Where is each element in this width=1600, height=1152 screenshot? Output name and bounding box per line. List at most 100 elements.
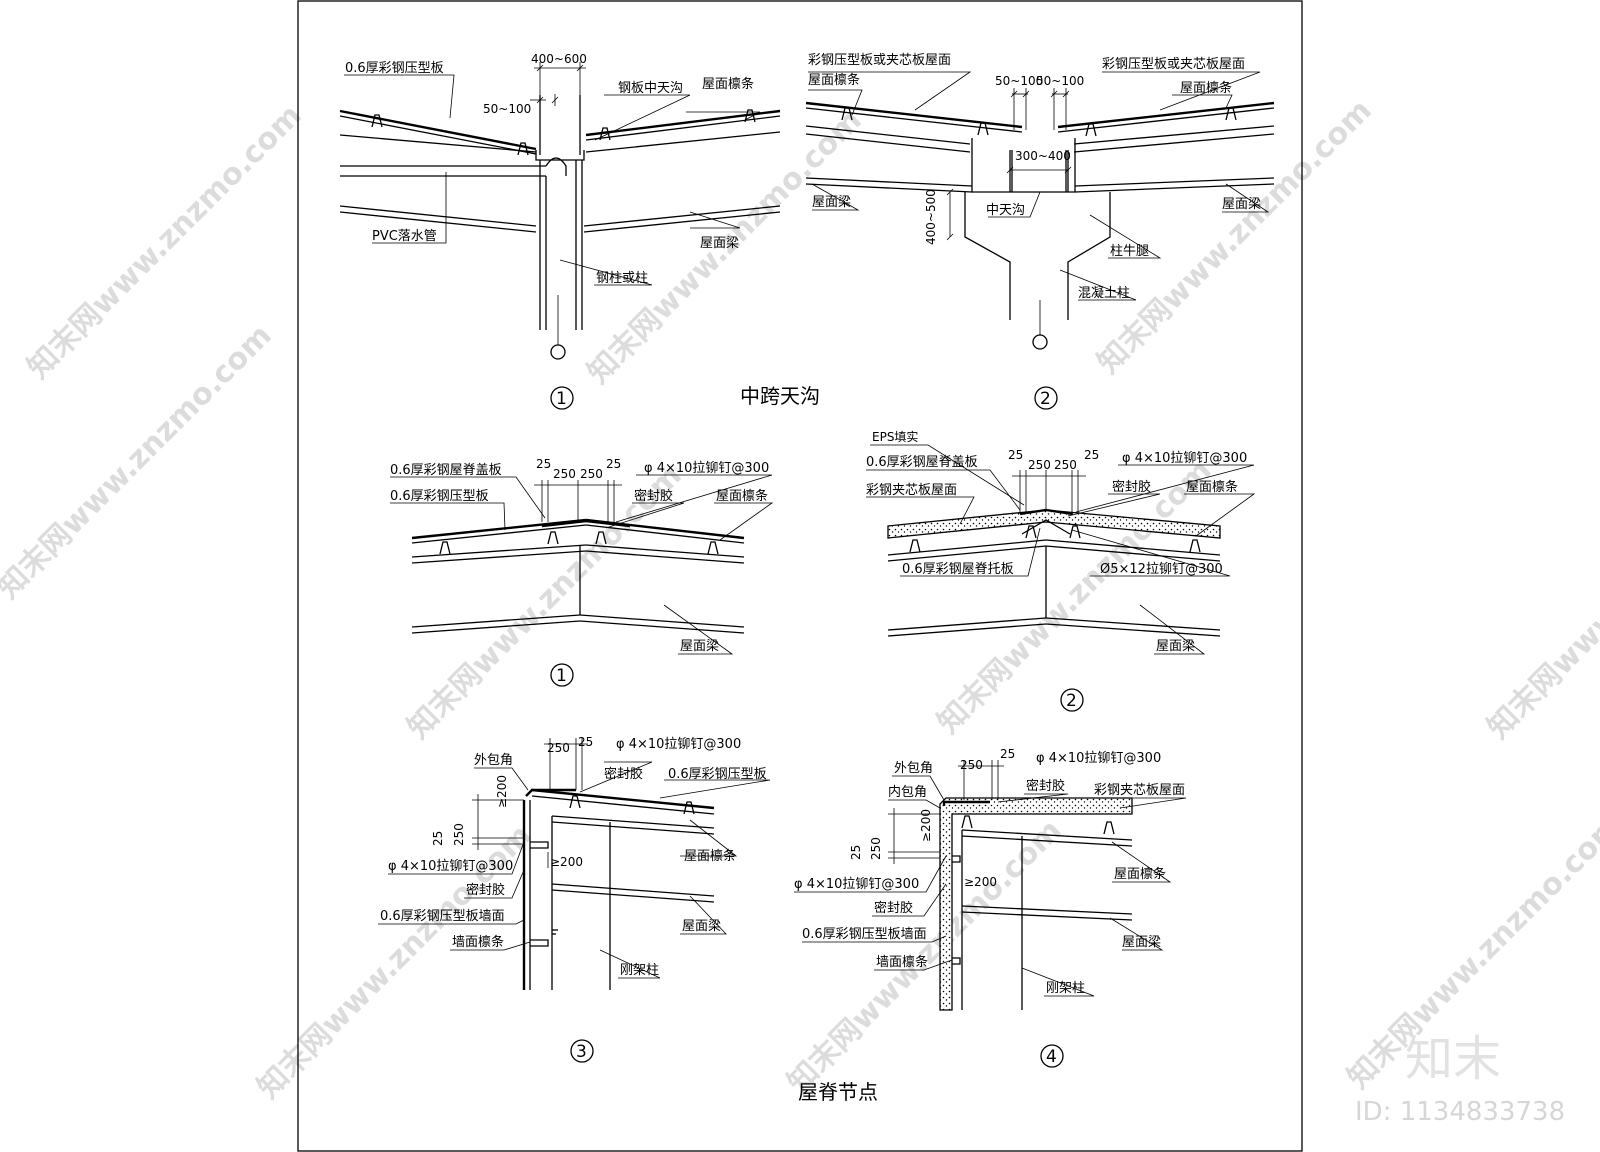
gutter-detail-2: 彩钢压型板或夹芯板屋面 彩钢压型板或夹芯板屋面 屋面檩条 屋面檩条 50~100… <box>805 53 1275 410</box>
label-purlin: 屋面檩条 <box>1114 866 1166 882</box>
label-wall-purlin: 墙面檩条 <box>876 954 928 970</box>
label-sandwich: 彩钢夹芯板屋面 <box>1094 783 1185 798</box>
label-rivet2: Ø5×12拉铆钉@300 <box>1100 562 1223 577</box>
dim-right: 50~100 <box>1036 74 1084 88</box>
detail-number: 1 <box>556 666 567 686</box>
dim-top: 400~600 <box>531 52 587 66</box>
label-inner: 内包角 <box>888 784 927 800</box>
label-sandwich: 彩钢夹芯板屋面 <box>866 483 957 498</box>
label-column: 钢柱或柱 <box>596 271 648 286</box>
label-support: 0.6厚彩钢屋脊托板 <box>902 562 1014 577</box>
ridge-detail-1: 0.6厚彩钢屋脊盖板 0.6厚彩钢压型板 25 250 250 25 φ 4×1… <box>390 457 774 687</box>
label-column: 混凝土柱 <box>1078 285 1130 301</box>
label-sealant-top: 密封胶 <box>1026 778 1065 794</box>
watermark-text: 知末网www.znzmo.com <box>1481 458 1600 746</box>
label-panel-right: 彩钢压型板或夹芯板屋面 <box>1102 57 1245 72</box>
ridge-detail-4: 外包角 内包角 250 25 φ 4×10拉铆钉@300 密封胶 彩钢夹芯板屋面… <box>794 747 1187 1068</box>
label-purlin: 屋面檩条 <box>684 848 736 864</box>
dim-25v: 25 <box>849 845 863 860</box>
dim-25v: 25 <box>431 831 445 846</box>
label-rivet: φ 4×10拉铆钉@300 <box>1122 451 1247 466</box>
label-rivet-side: φ 4×10拉铆钉@300 <box>794 877 919 892</box>
dim-25b: 25 <box>1084 448 1099 462</box>
dim-mid: 300~400 <box>1015 149 1071 163</box>
dim-250v: 250 <box>452 823 466 846</box>
dim-250b: 250 <box>580 467 603 481</box>
watermark-text: 知末网www.znzmo.com <box>1091 93 1379 381</box>
label-sealant: 密封胶 <box>634 488 673 504</box>
label-sealant-side: 密封胶 <box>466 882 505 898</box>
label-beam: 屋面梁 <box>682 919 721 934</box>
dim-200b: ≥200 <box>964 875 997 889</box>
label-column: 刚架柱 <box>1046 981 1085 996</box>
dim-small: 50~100 <box>483 102 531 116</box>
label-sealant: 密封胶 <box>1112 479 1151 495</box>
label-rivet: φ 4×10拉铆钉@300 <box>1036 751 1161 766</box>
label-gutter: 钢板中天沟 <box>618 81 683 96</box>
label-wall: 0.6厚彩钢压型板墙面 <box>380 909 505 924</box>
label-panel-left: 彩钢压型板或夹芯板屋面 <box>808 53 951 68</box>
label-pipe: PVC落水管 <box>372 229 437 244</box>
label-outer: 外包角 <box>474 753 513 768</box>
watermark-layer: 知末网www.znzmo.com 知末网www.znzmo.com 知末网www… <box>0 93 1600 1127</box>
label-beam: 屋面梁 <box>680 639 719 654</box>
dim-200a: ≥200 <box>919 809 933 842</box>
label-eps: EPS填实 <box>872 429 918 444</box>
label-beam: 屋面梁 <box>1122 935 1161 950</box>
label-panel: 0.6厚彩钢压型板 <box>345 61 444 76</box>
label-corbel: 柱牛腿 <box>1110 244 1149 259</box>
label-beam-left: 屋面梁 <box>812 195 851 210</box>
label-purlin: 屋面檩条 <box>716 488 768 504</box>
dim-250b: 250 <box>1054 458 1077 472</box>
sheet-border <box>297 0 1303 1152</box>
dim-vert: 400~500 <box>924 189 938 245</box>
detail-number: 1 <box>556 389 567 409</box>
label-rivet: φ 4×10拉铆钉@300 <box>616 737 741 752</box>
label-purlin-right: 屋面檩条 <box>1180 80 1232 96</box>
label-beam-right: 屋面梁 <box>1222 197 1261 212</box>
watermark-brand: 知末 <box>1405 1031 1501 1087</box>
detail-number: 4 <box>1046 1047 1057 1067</box>
dim-250v: 250 <box>869 837 883 860</box>
dim-25: 25 <box>578 735 593 749</box>
label-cover: 0.6厚彩钢屋脊盖板 <box>866 455 978 470</box>
dim-200b: ≥200 <box>550 855 583 869</box>
dim-250: 250 <box>960 758 983 772</box>
dim-25: 25 <box>1000 747 1015 761</box>
dim-200a: ≥200 <box>495 775 509 808</box>
label-gutter: 中天沟 <box>986 203 1025 218</box>
detail-number: 2 <box>1040 389 1051 409</box>
label-purlin-left: 屋面檩条 <box>808 72 860 88</box>
label-panel: 0.6厚彩钢压型板 <box>390 489 489 504</box>
label-beam: 屋面梁 <box>700 236 739 251</box>
label-beam: 屋面梁 <box>1156 639 1195 654</box>
dim-250: 250 <box>547 741 570 755</box>
label-wall: 0.6厚彩钢压型板墙面 <box>802 927 927 942</box>
label-sealant-top: 密封胶 <box>604 766 643 782</box>
label-column: 刚架柱 <box>620 963 659 978</box>
label-sealant-side: 密封胶 <box>874 900 913 916</box>
label-outer: 外包角 <box>894 761 933 776</box>
watermark-id: ID: 1134833738 <box>1355 1097 1565 1127</box>
label-rivet-side: φ 4×10拉铆钉@300 <box>388 859 513 874</box>
label-cover: 0.6厚彩钢屋脊盖板 <box>390 463 502 478</box>
label-purlin: 屋面檩条 <box>702 76 754 92</box>
label-wall-purlin: 墙面檩条 <box>452 934 504 950</box>
section-title-gutter: 中跨天沟 <box>740 384 820 408</box>
detail-number: 3 <box>576 1042 587 1062</box>
label-panel: 0.6厚彩钢压型板 <box>668 767 767 782</box>
dim-25a: 25 <box>1008 448 1023 462</box>
dim-250a: 250 <box>553 467 576 481</box>
detail-number: 2 <box>1066 691 1077 711</box>
ridge-detail-3: 外包角 250 25 φ 4×10拉铆钉@300 密封胶 0.6厚彩钢压型板 ≥… <box>378 735 771 1063</box>
dim-25b: 25 <box>606 457 621 471</box>
dim-250a: 250 <box>1028 458 1051 472</box>
dim-25a: 25 <box>536 457 551 471</box>
ridge-detail-2: EPS填实 0.6厚彩钢屋脊盖板 彩钢夹芯板屋面 25 250 250 25 φ… <box>866 429 1256 712</box>
dim-left: 50~100 <box>995 74 1043 88</box>
label-rivet: φ 4×10拉铆钉@300 <box>644 461 769 476</box>
label-purlin: 屋面檩条 <box>1186 479 1238 495</box>
section-title-ridge: 屋脊节点 <box>798 1080 878 1104</box>
gutter-detail-1: 0.6厚彩钢压型板 400~600 50~100 钢板中天沟 屋面檩条 PVC落… <box>339 52 781 410</box>
